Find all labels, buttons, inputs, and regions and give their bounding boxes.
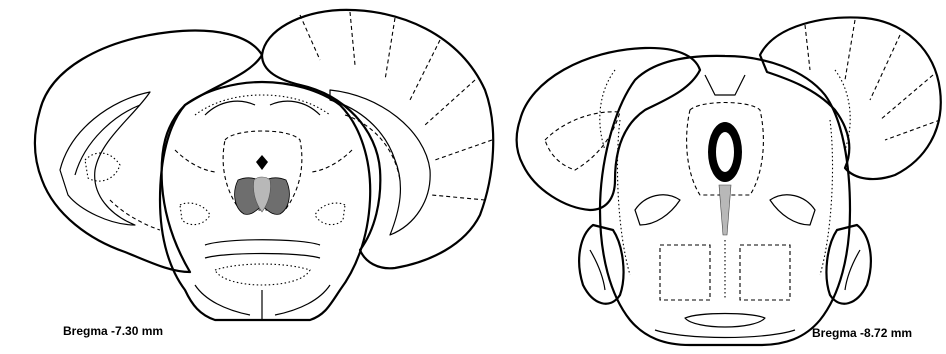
brainstem-inner-boundary-right (820, 120, 833, 275)
pons-upper-boundary (205, 240, 320, 245)
right-cortex-parcel-6 (435, 140, 492, 160)
pons-lower-boundary (205, 254, 320, 259)
ventral-surface (655, 330, 795, 338)
section-caption-left: Bregma -7.30 mm (63, 324, 163, 338)
coronal-section-bregma-7-30 (0, 0, 500, 354)
right-cerebellar-peduncle (770, 195, 815, 225)
colliculus-left (205, 101, 255, 115)
right-lobe-parcel-3 (870, 35, 900, 100)
left-cerebellar-peduncle (635, 195, 680, 225)
left-lobe-outline (517, 48, 700, 210)
right-cortex-parcel-3 (385, 18, 395, 80)
right-cortex-parcel-4 (410, 40, 440, 100)
left-subregion-boundary (85, 153, 120, 181)
right-lobe-parcel-1 (805, 25, 810, 70)
left-tegmentum-boundary (180, 203, 210, 225)
left-cortex-outline (35, 31, 262, 272)
right-cortex-outline (262, 10, 493, 268)
fourth-ventricle-lumen (716, 132, 734, 172)
right-lobe-outline (760, 17, 941, 179)
cerebral-aqueduct (256, 155, 268, 170)
right-pontine-box (740, 245, 790, 300)
right-cortex-parcel-2 (350, 12, 355, 65)
right-lobe-parcel-4 (880, 75, 933, 120)
right-cortex-parcel-5 (425, 80, 475, 125)
left-midbrain-parcel (175, 150, 215, 172)
left-section-drawing (35, 10, 493, 320)
right-cortex-parcel-7 (432, 195, 485, 200)
right-midbrain-parcel (312, 150, 352, 172)
right-section-drawing (517, 17, 941, 345)
section-caption-right: Bregma -8.72 mm (812, 326, 912, 340)
coronal-section-bregma-8-72 (505, 0, 946, 354)
pyramidal-tract (685, 314, 765, 328)
midbrain-inner-boundary (195, 95, 330, 115)
cerebral-peduncle-right (275, 285, 330, 315)
right-lobe-parcel-2 (845, 20, 855, 80)
left-pontine-box (660, 245, 710, 300)
highlighted-midline-region (719, 185, 731, 235)
right-cortex-parcel-1 (300, 15, 320, 60)
right-lobe-parcel-5 (885, 120, 940, 140)
cerebral-peduncle-left (195, 285, 250, 315)
right-tegmentum-boundary (315, 203, 345, 225)
left-hippocampus-outline (60, 92, 150, 225)
colliculus-right (270, 101, 320, 115)
left-vestibular-boundary (600, 70, 615, 150)
midline-upper (705, 75, 745, 95)
pontine-nuclei-boundary (215, 264, 310, 285)
